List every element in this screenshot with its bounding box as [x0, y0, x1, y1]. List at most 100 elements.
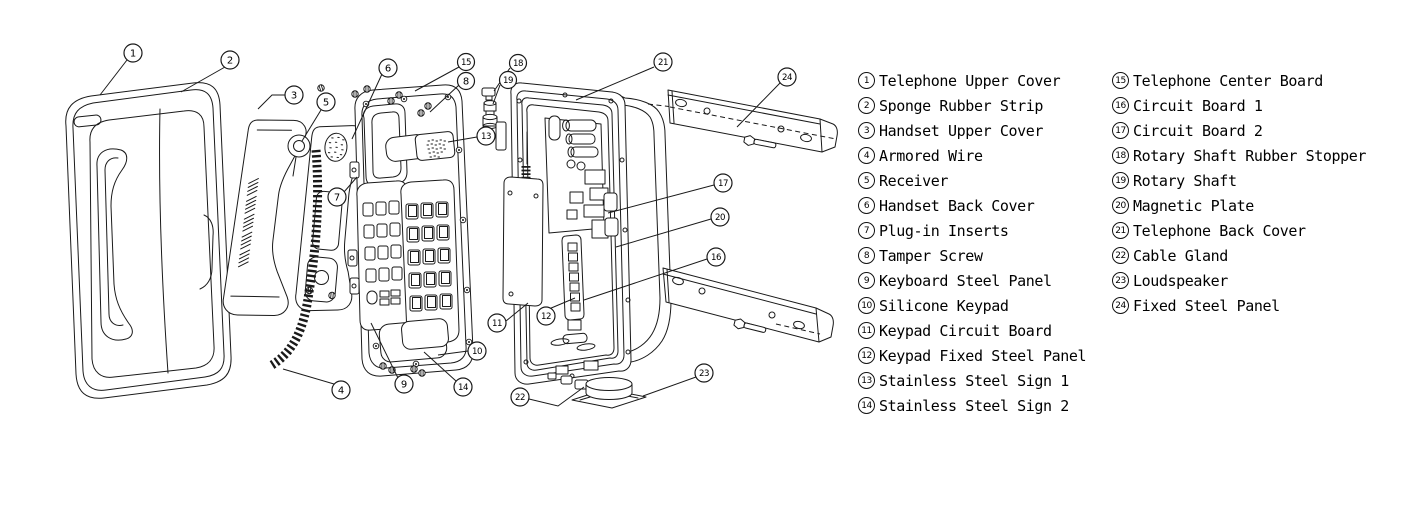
- part-number-badge: 12: [858, 347, 875, 364]
- callout-22: 22: [510, 387, 530, 407]
- part-number-badge: 17: [1112, 122, 1129, 139]
- svg-text:1: 1: [130, 49, 136, 60]
- part-label: Circuit Board 1: [1133, 96, 1263, 115]
- part-label: Stainless Steel Sign 2: [879, 396, 1069, 415]
- rotary-shaft-parts: [481, 87, 498, 130]
- callout-15: 15: [456, 52, 476, 72]
- callout-12: 12: [536, 306, 556, 326]
- part-number-badge: 7: [858, 222, 875, 239]
- callout-14: 14: [453, 377, 473, 397]
- part-label: Rotary Shaft: [1133, 171, 1237, 190]
- svg-text:17: 17: [718, 179, 728, 189]
- part-label: Handset Upper Cover: [879, 121, 1043, 140]
- part-number-badge: 2: [858, 97, 875, 114]
- part-label: Magnetic Plate: [1133, 196, 1254, 215]
- part-number-badge: 20: [1112, 197, 1129, 214]
- svg-text:16: 16: [711, 253, 721, 263]
- svg-text:8: 8: [463, 77, 469, 88]
- callout-1: 1: [123, 43, 143, 63]
- svg-text:19: 19: [503, 76, 513, 86]
- circuit-board-2: [544, 115, 609, 239]
- part-label: Keypad Circuit Board: [879, 321, 1052, 340]
- part-number-badge: 8: [858, 247, 875, 264]
- receiver: [287, 83, 326, 177]
- part-label: Handset Back Cover: [879, 196, 1035, 215]
- callout-16: 16: [706, 247, 726, 267]
- part-number-badge: 9: [858, 272, 875, 289]
- part-label: Telephone Back Cover: [1133, 221, 1306, 240]
- svg-text:6: 6: [385, 64, 391, 75]
- part-number-badge: 13: [858, 372, 875, 389]
- telephone-back-cover: [495, 82, 707, 385]
- part-label: Cable Gland: [1133, 246, 1228, 265]
- magnetic-plate: [603, 192, 619, 237]
- part-label: Rotary Shaft Rubber Stopper: [1133, 146, 1367, 165]
- callout-8: 8: [456, 71, 476, 91]
- part-number-badge: 10: [858, 297, 875, 314]
- part-number-badge: 14: [858, 397, 875, 414]
- part-number-badge: 22: [1112, 247, 1129, 264]
- callout-5: 5: [316, 92, 336, 112]
- callout-13: 13: [476, 126, 496, 146]
- part-number-badge: 3: [858, 122, 875, 139]
- armored-wire: [269, 149, 323, 369]
- callout-23: 23: [694, 363, 714, 383]
- part-number-badge: 24: [1112, 297, 1129, 314]
- part-label: Keyboard Steel Panel: [879, 271, 1052, 290]
- cable-gland: [547, 372, 589, 390]
- callout-11: 11: [487, 313, 507, 333]
- loudspeaker: [571, 377, 647, 409]
- svg-text:12: 12: [541, 312, 551, 322]
- svg-text:20: 20: [715, 213, 725, 223]
- part-label: Loudspeaker: [1133, 271, 1228, 290]
- callout-10: 10: [467, 341, 487, 361]
- rail-bolt-bottom: [733, 318, 767, 333]
- svg-text:22: 22: [515, 393, 525, 403]
- callout-4: 4: [331, 380, 351, 400]
- stainless-steel-sign-1: [414, 131, 456, 161]
- rail-bolt-top: [743, 135, 777, 149]
- silicone-keypad: [400, 179, 460, 345]
- part-number-badge: 23: [1112, 272, 1129, 289]
- exploded-diagram: 1 2 3 4 5 6 7 8 9 10 11 12 13 14 15 16 1…: [65, 43, 838, 409]
- stainless-steel-sign-2: [378, 318, 449, 363]
- svg-text:10: 10: [472, 347, 482, 357]
- part-number-badge: 6: [858, 197, 875, 214]
- plug-in-inserts: [347, 161, 360, 295]
- svg-text:21: 21: [658, 58, 668, 68]
- part-number-badge: 5: [858, 172, 875, 189]
- svg-text:2: 2: [227, 56, 233, 67]
- svg-text:13: 13: [481, 132, 491, 142]
- fixed-steel-panel-top: [667, 89, 838, 153]
- part-label: Silicone Keypad: [879, 296, 1009, 315]
- telephone-exploded-drawing: 1 2 3 4 5 6 7 8 9 10 11 12 13 14 15 16 1…: [65, 43, 838, 409]
- svg-text:14: 14: [458, 383, 468, 393]
- part-label: Plug-in Inserts: [879, 221, 1009, 240]
- callout-2: 2: [220, 50, 240, 70]
- callout-24: 24: [777, 67, 797, 87]
- svg-text:24: 24: [782, 73, 792, 83]
- svg-text:3: 3: [291, 91, 297, 102]
- callout-21: 21: [653, 52, 673, 72]
- callout-20: 20: [710, 207, 730, 227]
- callout-9: 9: [394, 374, 414, 394]
- callout-6: 6: [378, 58, 398, 78]
- part-label: Telephone Center Board: [1133, 71, 1323, 90]
- part-number-badge: 1: [858, 72, 875, 89]
- part-number-badge: 11: [858, 322, 875, 339]
- part-number-badge: 21: [1112, 222, 1129, 239]
